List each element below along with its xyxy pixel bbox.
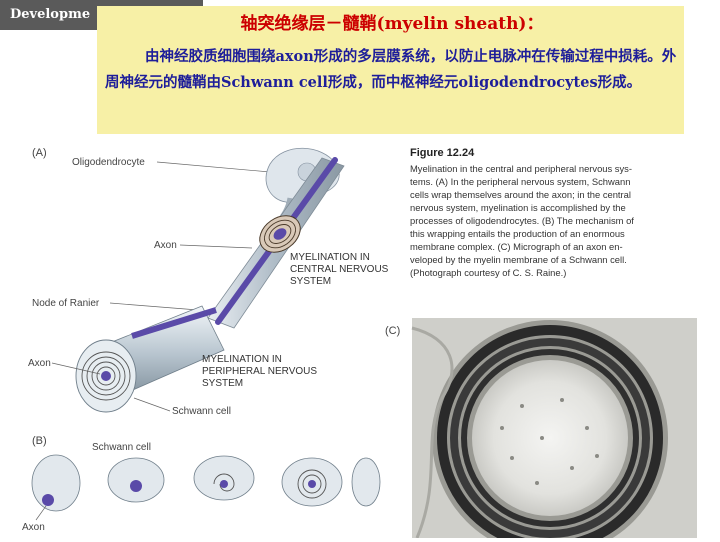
section-tab[interactable]: Developme bbox=[0, 0, 100, 30]
pns-line-1: MYELINATION IN bbox=[202, 354, 282, 365]
schwann-cell-label-b: Schwann cell bbox=[92, 442, 151, 453]
cns-line-2: CENTRAL NERVOUS bbox=[290, 264, 389, 275]
caption-line: tems. (A) In the peripheral nervous syst… bbox=[410, 176, 630, 187]
schwann-leader bbox=[133, 397, 171, 412]
caption-line: Myelination in the central and periphera… bbox=[410, 163, 632, 174]
axon-mid-leader bbox=[51, 362, 101, 375]
cns-line-3: SYSTEM bbox=[290, 276, 331, 287]
caption-title: Figure 12.24 bbox=[410, 147, 475, 159]
callout-body: 由神经胶质细胞围绕axon形成的多层膜系统，以防止电脉冲在传输过程中损耗。外周神… bbox=[105, 48, 677, 91]
cns-axon-shaft bbox=[207, 157, 345, 329]
tab-header-bar bbox=[100, 0, 203, 6]
node-leader bbox=[109, 302, 199, 311]
oligodendrocyte-label: Oligodendrocyte bbox=[72, 157, 145, 168]
caption-line: processes of oligodendrocytes. (B) The m… bbox=[410, 215, 634, 226]
panel-c-label: (C) bbox=[385, 325, 400, 337]
pns-myelin-segment bbox=[75, 305, 225, 413]
panel-b-sequence bbox=[31, 454, 381, 512]
axon-label-top: Axon bbox=[154, 240, 177, 251]
caption-line: (Photograph courtesy of C. S. Raine.) bbox=[410, 267, 566, 278]
callout-box bbox=[97, 6, 684, 134]
node-of-ranier-label: Node of Ranier bbox=[32, 298, 100, 309]
slide-title: 轴突绝缘层－髓鞘(myelin sheath)： bbox=[240, 14, 544, 34]
myelination-figure: (A) Oligodendrocyte Axon MYELINATION IN … bbox=[22, 147, 697, 542]
pns-line-3: SYSTEM bbox=[202, 378, 243, 389]
panel-b-label: (B) bbox=[32, 435, 47, 447]
axon-top-leader bbox=[179, 244, 253, 249]
panel-a-label: (A) bbox=[32, 147, 47, 159]
micrograph bbox=[411, 318, 697, 542]
axon-b-leader bbox=[35, 505, 47, 521]
caption-line: cells wrap themselves around the axon; i… bbox=[410, 189, 631, 200]
figure-12-24: (A) Oligodendrocyte Axon MYELINATION IN … bbox=[22, 138, 697, 542]
axon-label-b: Axon bbox=[22, 522, 45, 533]
caption-line: veloped by the myelin membrane of a Schw… bbox=[410, 254, 627, 265]
caption-line: this wrapping entails the production of … bbox=[410, 228, 625, 239]
axon-label-mid: Axon bbox=[28, 358, 51, 369]
caption-line: membrane complex. (C) Micrograph of an a… bbox=[410, 241, 623, 252]
section-tab-label: Developme bbox=[10, 7, 91, 22]
cns-line-1: MYELINATION IN bbox=[290, 252, 370, 263]
caption-text: Myelination in the central and periphera… bbox=[410, 163, 634, 278]
pns-line-2: PERIPHERAL NERVOUS bbox=[202, 366, 317, 377]
caption-line: nervous system, myelination is accomplis… bbox=[410, 202, 626, 213]
schwann-cell-label: Schwann cell bbox=[172, 406, 231, 417]
oligodendrocyte-leader bbox=[156, 161, 271, 173]
